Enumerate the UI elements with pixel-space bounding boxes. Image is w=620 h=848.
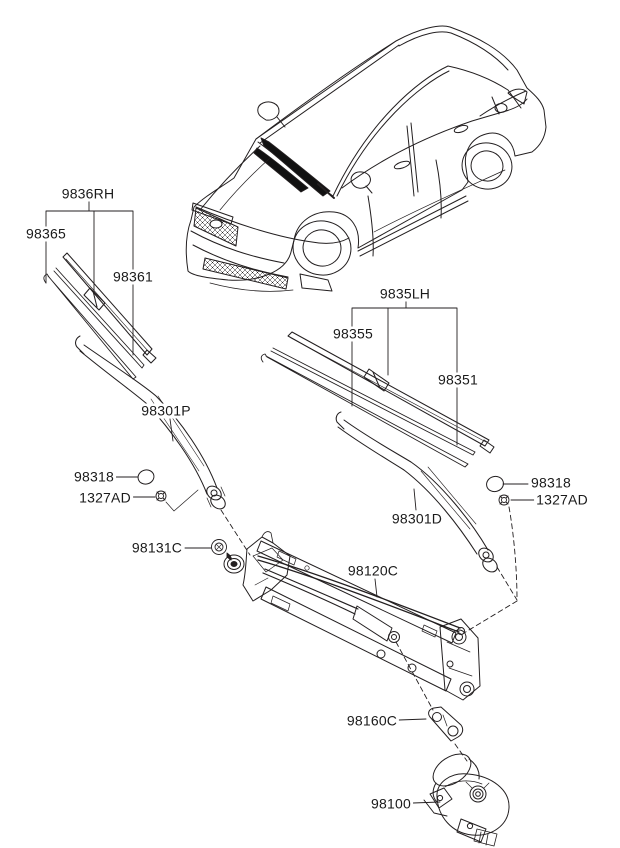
label-leader-lines <box>115 418 535 804</box>
nut-1327ad-left <box>155 490 167 502</box>
rh-blade-callout-lines <box>45 200 134 356</box>
label-blade-rh-group: 9836RH <box>59 185 117 202</box>
rh-wiper-blade <box>62 252 157 364</box>
pivot-cap-98318-left <box>137 469 155 485</box>
label-nut-left: 1327AD <box>77 489 133 506</box>
label-arm-driver: 98301D <box>389 510 445 527</box>
lh-wiper-refill <box>260 347 476 468</box>
pivot-cap-98131c <box>211 539 232 561</box>
label-arm-passenger: 98301P <box>139 402 193 419</box>
lh-blade-callout-lines <box>351 300 458 446</box>
label-pivot-cap: 98131C <box>129 539 185 556</box>
label-blade-rh: 98361 <box>111 268 155 285</box>
label-linkage: 98120C <box>345 562 401 579</box>
lh-wiper-blade <box>287 331 495 454</box>
wiper-arm-driver <box>335 411 498 573</box>
assembly-dashed-lines <box>220 506 518 762</box>
label-cap-right: 98318 <box>529 474 573 491</box>
car-illustration <box>185 25 547 292</box>
wiper-motor <box>423 753 510 847</box>
nut-1327ad-right <box>498 494 510 506</box>
mounting-bracket <box>428 706 464 742</box>
pivot-cap-98318-right <box>486 475 504 493</box>
wiper-linkage <box>223 531 481 701</box>
label-blade-rh-refill: 98365 <box>24 225 68 242</box>
label-wiper-motor: 98100 <box>369 795 413 812</box>
label-mount-bracket: 98160C <box>344 712 400 729</box>
label-nut-right: 1327AD <box>534 491 590 508</box>
label-blade-lh-refill: 98355 <box>331 325 375 342</box>
rh-wiper-refill <box>43 267 145 380</box>
label-blade-lh: 98351 <box>436 371 480 388</box>
label-blade-lh-group: 9835LH <box>377 285 433 302</box>
label-cap-left: 98318 <box>72 468 116 485</box>
